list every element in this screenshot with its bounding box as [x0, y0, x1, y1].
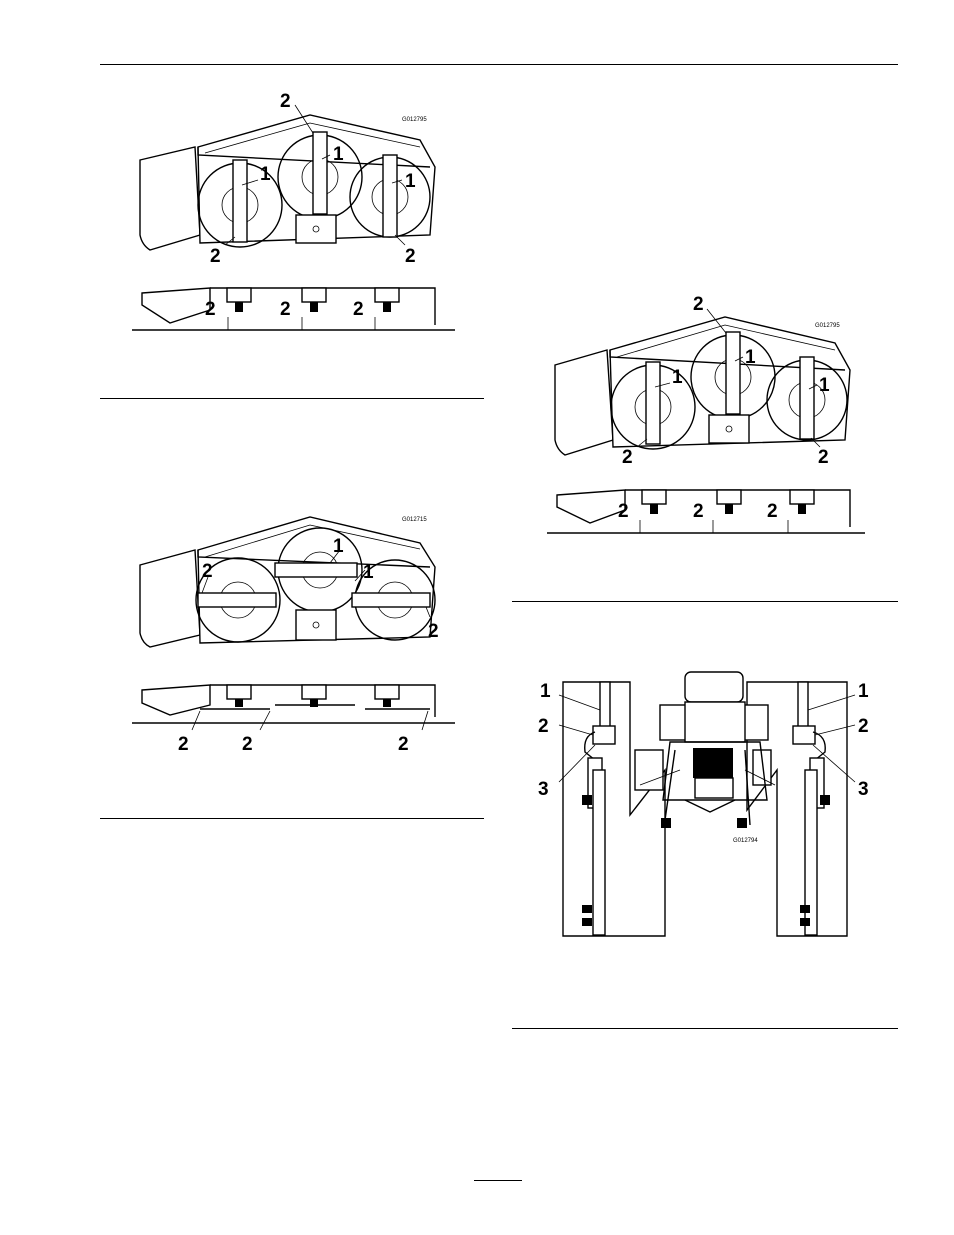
callout-1: 1 [333, 536, 344, 557]
figure-divider-rule [100, 398, 484, 399]
callout-2: 2 [405, 246, 416, 267]
side-callout-2: 2 [353, 299, 364, 320]
callout-2: 2 [858, 716, 869, 737]
callout-1: 1 [858, 681, 869, 702]
figure-code: G012795 [815, 323, 840, 329]
callout-1: 1 [819, 375, 830, 396]
callout-1: 1 [672, 367, 683, 388]
callout-2: 2 [280, 91, 291, 112]
figure-code: G012715 [402, 517, 427, 523]
callout-1: 1 [363, 562, 374, 583]
callout-2: 2 [538, 716, 549, 737]
figure-code: G012795 [402, 117, 427, 123]
side-callout-2: 2 [398, 734, 409, 755]
callout-1: 1 [260, 164, 271, 185]
callout-2: 2 [818, 447, 829, 468]
footer-rule [474, 1180, 522, 1181]
side-callout-2: 2 [280, 299, 291, 320]
side-callout-2: 2 [618, 501, 629, 522]
side-callout-2: 2 [767, 501, 778, 522]
figure-deck-blades-aligned-right: G012795 1 1 1 2 2 2 2 2 2 [545, 295, 885, 545]
callout-2: 2 [202, 561, 213, 582]
figure-deck-blades-crosswise-left: G012715 1 1 2 2 2 2 2 [130, 505, 470, 765]
header-rule [100, 64, 898, 65]
callout-2: 2 [693, 294, 704, 315]
figure-mower-rear-adjusters: G012794 1 2 3 1 2 3 [535, 670, 880, 945]
callout-1: 1 [333, 144, 344, 165]
side-callout-2: 2 [205, 299, 216, 320]
callout-1: 1 [540, 681, 551, 702]
figure-divider-rule [512, 1028, 898, 1029]
side-callout-2: 2 [693, 501, 704, 522]
figure-code: G012794 [733, 838, 758, 844]
side-callout-2: 2 [178, 734, 189, 755]
callout-1: 1 [405, 171, 416, 192]
callout-2: 2 [622, 447, 633, 468]
callout-2: 2 [210, 246, 221, 267]
callout-3: 3 [858, 779, 869, 800]
figure-divider-rule [512, 601, 898, 602]
figure-deck-blades-aligned-left: G012795 1 1 1 2 2 2 2 2 2 [130, 85, 470, 345]
callout-1: 1 [745, 347, 756, 368]
side-callout-2: 2 [242, 734, 253, 755]
callout-3: 3 [538, 779, 549, 800]
figure-divider-rule [100, 818, 484, 819]
callout-2: 2 [428, 621, 439, 642]
